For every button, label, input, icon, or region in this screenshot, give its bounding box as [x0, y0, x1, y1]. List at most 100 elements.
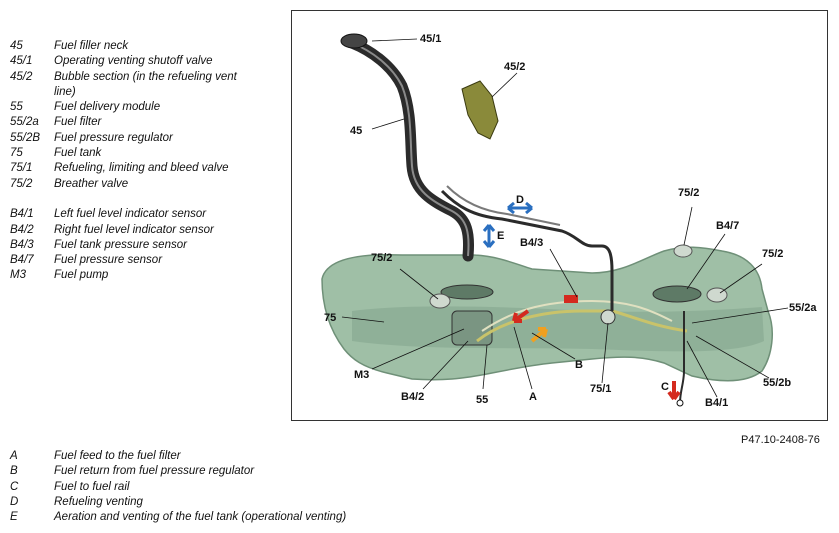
- flow-legend: A Fuel feed to the fuel filter B Fuel retu…: [10, 449, 346, 525]
- callout-75-2-right: 75/2: [762, 248, 783, 260]
- refueling-vent-line: [440, 189, 614, 311]
- callout-b4-2: B4/2: [401, 391, 424, 403]
- callout-e: E: [497, 230, 504, 242]
- legend-row: 55/2B Fuel pressure regulator: [10, 131, 285, 146]
- callout-75: 75: [324, 312, 336, 324]
- legend-desc: Breather valve: [54, 177, 129, 190]
- legend-desc: Fuel return from fuel pressure regulator: [54, 465, 255, 478]
- legend-row: line): [10, 85, 285, 100]
- callout-c: C: [661, 381, 669, 393]
- component-legend: 45 Fuel filler neck 45/1 Operating venting…: [10, 39, 285, 284]
- legend-desc: Fuel pump: [54, 269, 109, 282]
- arrow-red-icon: [512, 309, 530, 323]
- legend-code: [10, 85, 54, 100]
- callout-b4-1: B4/1: [705, 397, 728, 409]
- tank-opening-left: [440, 284, 494, 300]
- callout-45-1: 45/1: [420, 33, 441, 45]
- bubble-section: [461, 80, 499, 140]
- legend-desc: Bubble section (in the refueling vent: [54, 70, 237, 83]
- legend-desc: Fuel tank: [54, 147, 102, 160]
- callout-55: 55: [476, 394, 488, 406]
- legend-row: A Fuel feed to the fuel filter: [10, 449, 346, 464]
- legend-code: B4/3: [10, 238, 34, 251]
- legend-desc: Fuel feed to the fuel filter: [54, 450, 181, 462]
- legend-code: 75/2: [10, 177, 33, 190]
- legend-desc: Fuel filter: [54, 116, 102, 129]
- callout-45-2: 45/2: [504, 61, 525, 73]
- arrow-orange-icon: [530, 327, 548, 343]
- legend-row: B4/3 Fuel tank pressure sensor: [10, 238, 285, 253]
- internal-line-b: [481, 299, 673, 332]
- legend-code: E: [10, 511, 18, 524]
- refueling-limit-valve: [600, 309, 616, 325]
- legend-code: 45/2: [10, 70, 33, 83]
- vent-line-secondary: [446, 185, 561, 226]
- legend-row: B Fuel return from fuel pressure regulato…: [10, 464, 346, 479]
- legend-row: M3 Fuel pump: [10, 268, 285, 283]
- figure-reference: P47.10-2408-76: [741, 434, 820, 446]
- fuel-rail-connector: [676, 399, 684, 407]
- legend-spacer: [10, 192, 285, 207]
- breather-valve-left: [429, 293, 451, 309]
- callout-b4-7: B4/7: [716, 220, 739, 232]
- fuel-rail-line: [679, 311, 685, 404]
- callout-55-2a: 55/2a: [789, 302, 817, 314]
- legend-row: 45/1 Operating venting shutoff valve: [10, 54, 285, 69]
- legend-code: D: [10, 495, 19, 508]
- fuel-tank-pressure-sensor: [564, 295, 578, 303]
- legend-desc: Fuel tank pressure sensor: [54, 238, 187, 251]
- legend-code: 55/2B: [10, 131, 41, 144]
- callout-45: 45: [350, 125, 362, 137]
- legend-desc: Fuel delivery module: [54, 101, 161, 114]
- callout-m3: M3: [354, 369, 369, 381]
- legend-row: 55 Fuel delivery module: [10, 100, 285, 115]
- callout-a: A: [529, 391, 537, 403]
- legend-code: 55/2a: [10, 116, 39, 129]
- legend-row: 75/1 Refueling, limiting and bleed valve: [10, 161, 285, 176]
- legend-code: 75: [10, 147, 23, 160]
- legend-code: B: [10, 465, 18, 478]
- legend-desc: Refueling, limiting and bleed valve: [54, 162, 229, 175]
- legend-code: 45/1: [10, 55, 33, 68]
- legend-desc: Fuel filler neck: [54, 40, 129, 52]
- legend-code: B4/7: [10, 254, 34, 267]
- legend-code: 75/1: [10, 162, 33, 175]
- legend-row: 75/2 Breather valve: [10, 177, 285, 192]
- callout-d: D: [516, 194, 524, 206]
- callout-75-1: 75/1: [590, 383, 611, 395]
- legend-desc: Fuel to fuel rail: [54, 480, 130, 493]
- legend-row: 45/2 Bubble section (in the refueling ven…: [10, 70, 285, 85]
- leader-lines: [341, 38, 789, 398]
- legend-code: 45: [10, 40, 23, 52]
- legend-desc: Fuel pressure sensor: [54, 254, 163, 267]
- legend-desc: Fuel pressure regulator: [54, 131, 173, 144]
- legend-row: 75 Fuel tank: [10, 146, 285, 161]
- filler-neck-highlight: [351, 42, 470, 257]
- legend-desc: Aeration and venting of the fuel tank (o…: [54, 511, 347, 524]
- internal-line-c: [611, 309, 688, 333]
- callout-75-2-top: 75/2: [678, 187, 699, 199]
- legend-code: A: [10, 450, 18, 462]
- fuel-system-diagram: 45/1 45/2 45 D E B4/3 B4/7 75/2 75/2 75/…: [291, 10, 828, 421]
- legend-desc: Operating venting shutoff valve: [54, 55, 213, 68]
- legend-row: 45 Fuel filler neck: [10, 39, 285, 54]
- legend-row: E Aeration and venting of the fuel tank (…: [10, 510, 346, 525]
- arrow-c-icon: [667, 381, 681, 401]
- arrow-e-icon: [482, 224, 496, 248]
- callout-b: B: [575, 359, 583, 371]
- legend-code: B4/2: [10, 223, 34, 236]
- tank-opening-right: [652, 285, 702, 303]
- legend-code: M3: [10, 269, 26, 282]
- legend-row: 55/2a Fuel filter: [10, 115, 285, 130]
- callout-55-2b: 55/2b: [763, 377, 791, 389]
- legend-row: B4/2 Right fuel level indicator sensor: [10, 223, 285, 238]
- legend-desc: line): [54, 85, 76, 98]
- callout-b4-3: B4/3: [520, 237, 543, 249]
- legend-desc: Left fuel level indicator sensor: [54, 208, 207, 221]
- legend-code: 55: [10, 101, 23, 114]
- filler-cap: [340, 33, 368, 49]
- legend-desc: Right fuel level indicator sensor: [54, 223, 214, 236]
